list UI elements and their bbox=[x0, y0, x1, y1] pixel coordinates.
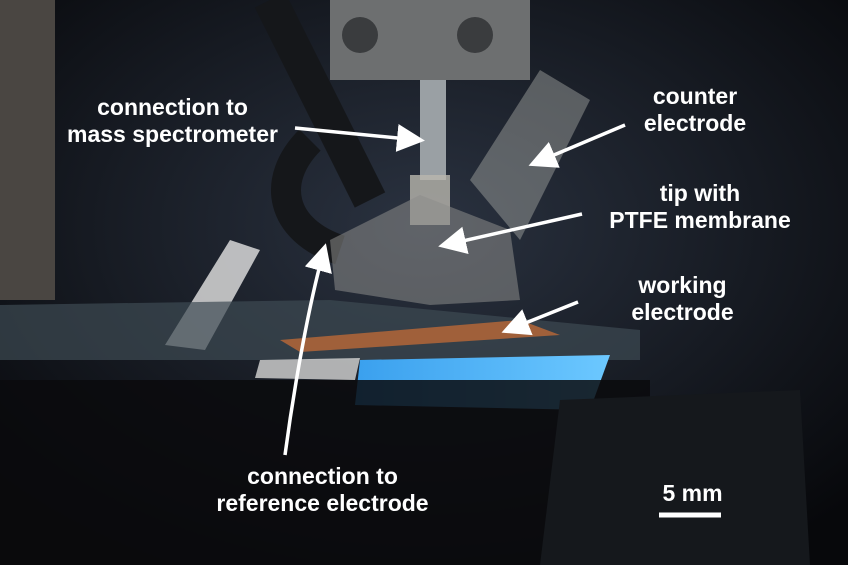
arrow-counter bbox=[528, 123, 626, 168]
label-line: counter bbox=[652, 83, 738, 109]
label-mass-spec: connection to mass spectrometer bbox=[55, 94, 290, 148]
glass-plate bbox=[0, 300, 640, 360]
label-line: electrode bbox=[643, 110, 747, 136]
arrow-mass-spec bbox=[294, 124, 425, 152]
label-line: electrode bbox=[631, 299, 734, 325]
left-post bbox=[0, 0, 55, 300]
label-line: tip with bbox=[659, 180, 741, 206]
cell-body bbox=[330, 195, 520, 305]
arrow-working bbox=[501, 300, 579, 336]
scale-bar-label: 5 mm bbox=[662, 480, 723, 506]
tube bbox=[254, 0, 386, 208]
label-line: connection to bbox=[247, 463, 398, 489]
label-working-electrode: working electrode bbox=[615, 272, 750, 326]
label-line: working bbox=[638, 272, 727, 298]
label-line: reference electrode bbox=[216, 490, 429, 516]
label-line: connection to bbox=[97, 94, 248, 120]
arrow-tip bbox=[438, 212, 583, 255]
label-line: mass spectrometer bbox=[67, 121, 278, 147]
arrow-reference bbox=[283, 243, 332, 456]
stage-base bbox=[0, 380, 650, 565]
label-tip: tip with PTFE membrane bbox=[580, 180, 820, 234]
label-counter-electrode: counter electrode bbox=[630, 83, 760, 137]
working-electrode bbox=[280, 320, 560, 352]
label-reference: connection to reference electrode bbox=[185, 463, 460, 517]
label-line: PTFE membrane bbox=[609, 207, 791, 233]
